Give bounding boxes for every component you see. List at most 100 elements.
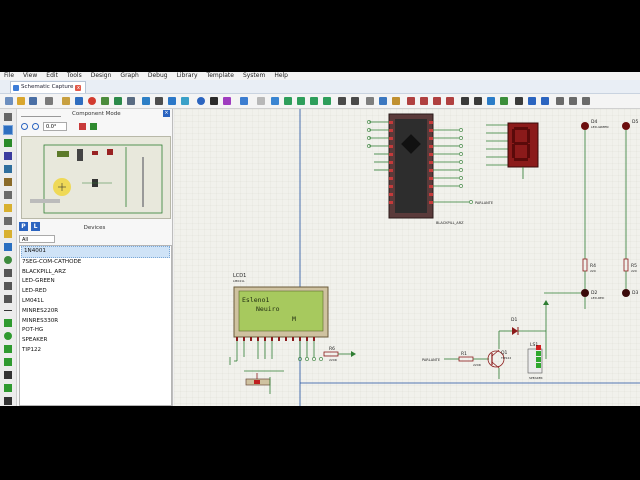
monitor-icon[interactable] xyxy=(210,97,218,105)
subcircuit-icon[interactable] xyxy=(4,191,12,199)
block-move-icon[interactable] xyxy=(420,97,428,105)
mirror-v-icon[interactable] xyxy=(90,123,97,130)
text-script-icon[interactable] xyxy=(4,165,12,173)
rotate-cw-icon[interactable] xyxy=(32,123,39,130)
menu-template[interactable]: Template xyxy=(206,72,234,79)
code-icon[interactable] xyxy=(223,97,231,105)
cut-icon[interactable] xyxy=(366,97,374,105)
print-icon[interactable] xyxy=(45,97,53,105)
menu-view[interactable]: View xyxy=(23,72,38,79)
mirror-h-icon[interactable] xyxy=(79,123,86,130)
potentiometer[interactable] xyxy=(245,373,271,394)
library-manager-button[interactable]: L xyxy=(31,222,40,231)
seven-segment-display[interactable] xyxy=(486,122,539,179)
paste-icon[interactable] xyxy=(392,97,400,105)
instrument-icon[interactable] xyxy=(4,295,12,303)
path-icon[interactable] xyxy=(4,358,12,366)
menu-file[interactable]: File xyxy=(4,72,15,79)
device-list-item[interactable]: 7SEG-COM-CATHODE xyxy=(22,258,82,265)
bill-icon[interactable] xyxy=(582,97,590,105)
wire-label-icon[interactable] xyxy=(4,152,12,160)
copy-icon[interactable] xyxy=(379,97,387,105)
device-list-item[interactable]: TIP122 xyxy=(22,346,42,353)
close-panel-icon[interactable]: × xyxy=(163,110,170,117)
text-icon[interactable] xyxy=(4,371,12,379)
terminal-icon[interactable] xyxy=(4,204,12,212)
zoom-all-icon[interactable] xyxy=(310,97,318,105)
diode-d1[interactable]: D1 xyxy=(498,300,549,359)
rotate-ccw-icon[interactable] xyxy=(21,123,28,130)
3d-icon[interactable] xyxy=(181,97,189,105)
resistor-r6[interactable]: R6 220R xyxy=(323,346,356,362)
origin-icon[interactable] xyxy=(257,97,265,105)
menu-system[interactable]: System xyxy=(242,72,266,79)
probe-current-icon[interactable] xyxy=(4,282,12,290)
block-rotate-icon[interactable] xyxy=(433,97,441,105)
block-copy-icon[interactable] xyxy=(407,97,415,105)
schematic-canvas[interactable]: BLACKPILL_ARZ PARLANTE D4 LED-GREEN xyxy=(174,109,640,406)
led-d5[interactable]: D5 xyxy=(622,119,638,259)
device-list-item[interactable]: MINRES330R xyxy=(22,317,59,324)
pick-devices-button[interactable]: P xyxy=(19,222,28,231)
gerber-icon[interactable] xyxy=(168,97,176,105)
menu-library[interactable]: Library xyxy=(176,72,198,79)
lcd-lm041l[interactable]: LCD1 LM041L Esleno1 Neuiro M xyxy=(229,273,329,372)
bus-icon[interactable] xyxy=(4,178,12,186)
menu-tools[interactable]: Tools xyxy=(66,72,82,79)
library-icon[interactable] xyxy=(142,97,150,105)
circle-icon[interactable] xyxy=(4,332,12,340)
open-icon[interactable] xyxy=(17,97,25,105)
graph-icon[interactable] xyxy=(4,230,12,238)
make-device-icon[interactable] xyxy=(474,97,482,105)
block-delete-icon[interactable] xyxy=(446,97,454,105)
menu-help[interactable]: Help xyxy=(274,72,288,79)
property-icon[interactable] xyxy=(541,97,549,105)
led-d2[interactable]: D2 LED-RED xyxy=(581,289,605,309)
area-icon[interactable] xyxy=(62,97,70,105)
netlist-icon[interactable] xyxy=(556,97,564,105)
bom-icon[interactable] xyxy=(155,97,163,105)
tape-icon[interactable] xyxy=(4,243,12,251)
pan-icon[interactable] xyxy=(271,97,279,105)
redo-icon[interactable] xyxy=(351,97,359,105)
device-list-item[interactable]: LM041L xyxy=(22,297,44,304)
chip-icon[interactable] xyxy=(101,97,109,105)
pin-icon[interactable] xyxy=(4,217,12,225)
zoom-out-icon[interactable] xyxy=(297,97,305,105)
search-icon[interactable] xyxy=(528,97,536,105)
box-icon[interactable] xyxy=(4,319,12,327)
wire-autorouter-icon[interactable] xyxy=(515,97,523,105)
decompose-icon[interactable] xyxy=(500,97,508,105)
board-icon[interactable] xyxy=(114,97,122,105)
device-list-item[interactable]: POT-HG xyxy=(22,327,44,334)
component-icon[interactable] xyxy=(3,125,13,135)
erc-icon[interactable] xyxy=(569,97,577,105)
select-icon[interactable] xyxy=(4,113,12,121)
probe-voltage-icon[interactable] xyxy=(4,269,12,277)
resistor-r4[interactable]: R4 220 xyxy=(582,258,596,289)
home-icon[interactable] xyxy=(75,97,83,105)
help-icon[interactable] xyxy=(197,97,205,105)
pick-device-icon[interactable] xyxy=(461,97,469,105)
device-list-item[interactable]: MINRES220R xyxy=(22,307,59,314)
record-icon[interactable] xyxy=(88,97,96,105)
new-icon[interactable] xyxy=(5,97,13,105)
undo-icon[interactable] xyxy=(338,97,346,105)
device-list-item[interactable]: LED-GREEN xyxy=(22,278,55,285)
led-d3[interactable]: D3 xyxy=(622,289,638,297)
device-list-item[interactable]: LED-RED xyxy=(22,288,47,295)
menu-debug[interactable]: Debug xyxy=(147,72,168,79)
transistor-q1[interactable]: Q1 TIP122 xyxy=(487,349,511,379)
device-list-item[interactable]: 1N4001 xyxy=(21,246,170,258)
overview-window[interactable] xyxy=(21,136,171,219)
arc-icon[interactable] xyxy=(4,345,12,353)
device-list-item[interactable]: SPEAKER xyxy=(22,337,48,344)
led-d4[interactable]: D4 LED-GREEN xyxy=(581,119,609,259)
line-icon[interactable] xyxy=(4,310,12,311)
menu-graph[interactable]: Graph xyxy=(120,72,139,79)
grid-icon[interactable] xyxy=(240,97,248,105)
tab-schematic-capture[interactable]: Schematic Capture x xyxy=(10,81,87,93)
resistor-r1[interactable]: R1 220R PARLANTE xyxy=(422,351,489,367)
resistor-r5[interactable]: R5 220 xyxy=(623,258,637,289)
